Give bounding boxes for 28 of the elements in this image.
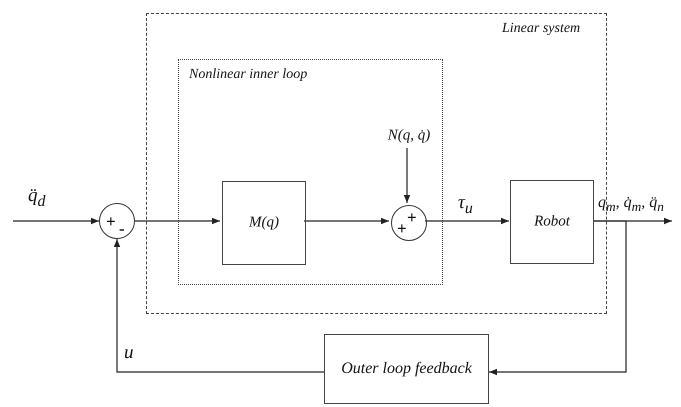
arrow [489,220,627,376]
block-label: N(q, q̇) [388,128,430,144]
sign-symbol: + [106,213,116,230]
block [324,334,489,404]
edge-label: q̈$_{d}$ [28,186,46,210]
arrow [135,218,220,224]
sign-symbol: - [119,220,125,237]
block-label: Robot [534,214,570,230]
group-label: Nonlinear inner loop [189,68,308,82]
group-label: Linear system [502,22,580,36]
block-label: M(q) [249,216,279,230]
arrow [13,218,99,224]
sign-symbol: + [397,220,407,237]
dotted-group-boundary [178,59,443,285]
block [222,181,306,265]
sign-symbol: + [407,209,417,226]
arrow [114,239,324,373]
dashed-group-boundary [146,13,607,314]
block [510,180,594,264]
arrow [404,148,410,203]
summing-junction [391,205,427,241]
edge-label: q$_{m}$, q̇$_{m}$, q̈$_{n}$ [598,195,664,214]
edge-label: u [124,343,134,362]
edge-label: τ$_{u}$ [458,193,473,217]
arrow [304,218,389,224]
block-label: Outer loop feedback [341,361,472,377]
arrow [425,218,509,224]
summing-junction [99,203,135,239]
